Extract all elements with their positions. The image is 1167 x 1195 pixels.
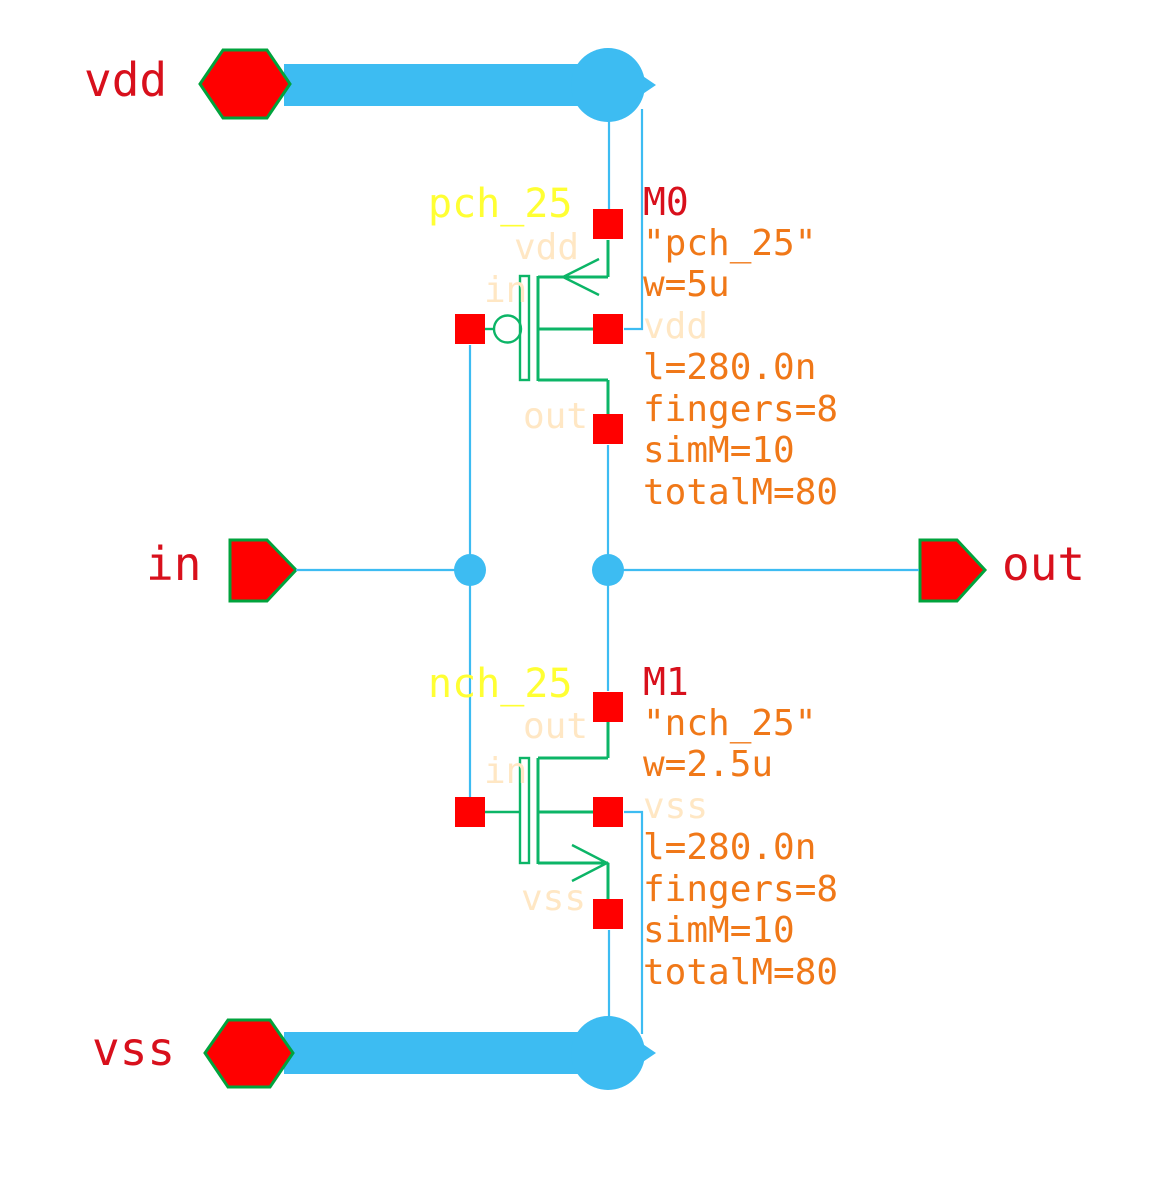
- port-label-in[interactable]: in: [146, 537, 202, 591]
- m0-length-param[interactable]: l=280.0n: [643, 347, 817, 389]
- m1-gate-bar[interactable]: [518, 756, 531, 865]
- m0-gate-pin[interactable]: [455, 314, 485, 344]
- m1-simm-param[interactable]: simM=10: [643, 910, 795, 952]
- vss-rail: [203, 1016, 656, 1090]
- vdd-rail: [198, 48, 656, 122]
- m0-gate-bubble-icon: [492, 314, 523, 344]
- m0-model-label[interactable]: "pch_25": [643, 222, 817, 264]
- vdd-rail-junction-blob[interactable]: [571, 48, 645, 122]
- m1-gate-net-label[interactable]: in: [484, 751, 528, 792]
- port-label-out[interactable]: out: [1002, 537, 1086, 591]
- vss-rail-blob-bump[interactable]: [628, 1034, 656, 1072]
- m1-fingers-param[interactable]: fingers=8: [643, 868, 839, 910]
- m0-source-pin[interactable]: [593, 209, 623, 239]
- m1-width-param[interactable]: w=2.5u: [643, 744, 774, 786]
- junction-dot-gate-net[interactable]: [454, 554, 486, 586]
- m1-drain-net-label[interactable]: out: [523, 706, 589, 747]
- pmos-m0-symbol[interactable]: [455, 209, 623, 444]
- vdd-rail-blob-bump[interactable]: [628, 66, 656, 104]
- nmos-m1-symbol[interactable]: [455, 692, 623, 929]
- m0-simm-param[interactable]: simM=10: [643, 430, 795, 472]
- in-port-pin[interactable]: [228, 538, 299, 603]
- m1-length-param[interactable]: l=280.0n: [643, 827, 817, 869]
- m0-bulk-pin[interactable]: [593, 314, 623, 344]
- vss-rail-junction-blob[interactable]: [571, 1016, 645, 1090]
- m1-bulk-net-label[interactable]: vss: [643, 785, 709, 827]
- m1-gate-pin[interactable]: [455, 797, 485, 827]
- port-label-vdd[interactable]: vdd: [84, 53, 168, 107]
- m1-instance-name[interactable]: M1: [643, 659, 689, 704]
- m1-model-label[interactable]: "nch_25": [643, 702, 817, 744]
- vdd-rail-wire[interactable]: [284, 64, 580, 106]
- m1-source-net-label[interactable]: vss: [521, 878, 587, 919]
- m0-width-param[interactable]: w=5u: [643, 264, 730, 306]
- m1-source-pin[interactable]: [593, 899, 623, 929]
- m1-cell-label[interactable]: nch_25: [428, 661, 573, 707]
- m1-annotation-block: M1 "nch_25" w=2.5u vss l=280.0n fingers=…: [643, 659, 839, 993]
- vdd-port-pin[interactable]: [198, 48, 292, 120]
- vss-rail-wire[interactable]: [284, 1032, 580, 1074]
- m0-cell-label[interactable]: pch_25: [428, 181, 573, 227]
- m0-drain-net-label[interactable]: out: [523, 396, 589, 437]
- m0-fingers-param[interactable]: fingers=8: [643, 388, 839, 430]
- m0-source-net-label[interactable]: vdd: [514, 227, 580, 268]
- m0-annotation-block: M0 "pch_25" w=5u vdd l=280.0n fingers=8 …: [643, 179, 839, 513]
- vss-port-pin[interactable]: [203, 1018, 295, 1089]
- m0-totalm-param[interactable]: totalM=80: [643, 471, 839, 513]
- m0-instance-name[interactable]: M0: [643, 179, 689, 224]
- junction-dot-out-net[interactable]: [592, 554, 624, 586]
- m0-bulk-net-label[interactable]: vdd: [643, 305, 709, 347]
- m1-bulk-pin[interactable]: [593, 797, 623, 827]
- m0-gate-net-label[interactable]: in: [484, 270, 528, 311]
- port-label-vss[interactable]: vss: [92, 1022, 176, 1076]
- m1-drain-pin[interactable]: [593, 692, 623, 722]
- m1-totalm-param[interactable]: totalM=80: [643, 951, 839, 993]
- wire-vdd-to-m0-bulk[interactable]: [624, 109, 644, 331]
- m0-source-arrow-icon: [560, 257, 600, 297]
- out-port-pin[interactable]: [918, 538, 988, 603]
- m0-drain-pin[interactable]: [593, 414, 623, 444]
- wire-m1-bulk-to-vss[interactable]: [624, 810, 644, 1034]
